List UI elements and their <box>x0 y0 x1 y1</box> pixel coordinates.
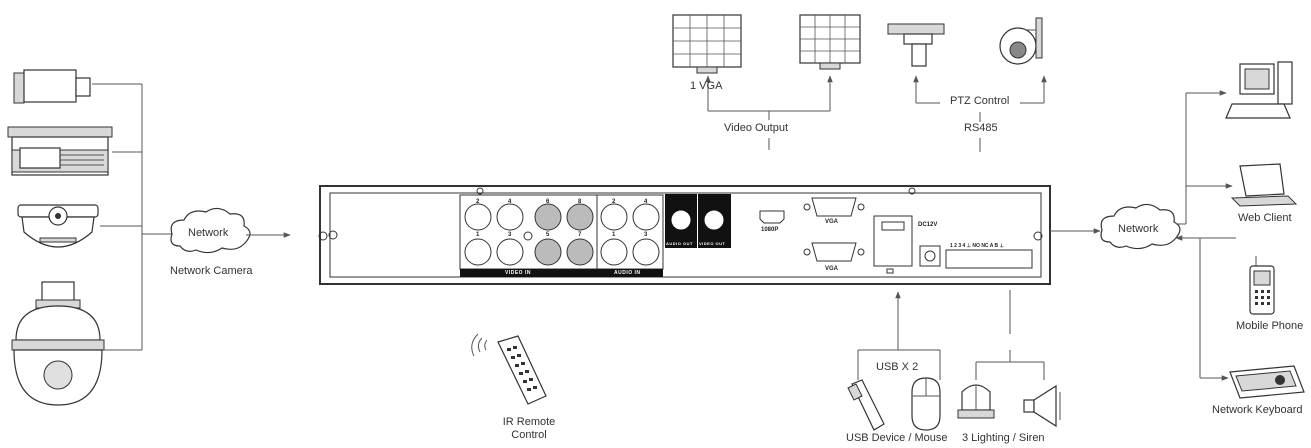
vga-output-label: 1 VGA <box>690 80 723 92</box>
dc12v-label: DC12V <box>918 222 938 228</box>
rs485-label: RS485 <box>964 122 998 134</box>
laptop-icon <box>1230 163 1298 207</box>
video-out-label: VIDEO OUT <box>699 241 726 246</box>
video-num: 3 <box>508 232 512 238</box>
network-keyboard-label: Network Keyboard <box>1212 404 1303 416</box>
mouse-icon <box>911 377 941 431</box>
usb-x2-label: USB X 2 <box>876 361 919 373</box>
audio-num: 2 <box>612 199 616 205</box>
audio-num: 1 <box>612 232 616 238</box>
monitor-icon <box>799 14 861 70</box>
usb-device-mouse-label: USB Device / Mouse <box>846 432 948 444</box>
bullet-camera-icon <box>7 126 113 176</box>
ptz-camera-icon <box>999 17 1043 65</box>
mobile-phone-icon <box>1249 256 1275 315</box>
network-cloud-icon <box>170 207 251 254</box>
usb-stick-icon <box>847 379 885 431</box>
lighting-siren-label: 3 Lighting / Siren <box>962 432 1045 444</box>
video-num: 6 <box>546 199 550 205</box>
video-num: 5 <box>546 232 550 238</box>
ptz-camera-icon <box>887 23 945 67</box>
web-client-label: Web Client <box>1238 212 1292 224</box>
ptz-control-label: PTZ Control <box>950 95 1010 107</box>
network-camera-label: Network Camera <box>170 265 253 277</box>
video-in-label: VIDEO IN <box>505 270 531 276</box>
ip-camera-icon <box>13 69 91 104</box>
dvr-rear-panel <box>318 185 1051 285</box>
video-num: 1 <box>476 232 480 238</box>
network-right-label: Network <box>1118 223 1159 235</box>
video-num: 4 <box>508 199 512 205</box>
ir-remote-label: IR Remote Control <box>502 416 556 441</box>
hdmi-label: 1080P <box>761 227 779 233</box>
video-num: 2 <box>476 199 480 205</box>
network-cloud-icon <box>1100 203 1181 250</box>
network-keyboard-icon <box>1229 365 1305 399</box>
desktop-pc-icon <box>1225 61 1293 119</box>
terminal-label: 1 2 3 4 ⊥ NO NC A B ⊥ <box>950 243 1004 249</box>
lighting-icon <box>957 384 995 419</box>
video-in-connectors <box>464 203 594 266</box>
dome-camera-icon <box>17 204 99 248</box>
vga-top-label: VGA <box>825 219 839 225</box>
ptz-speed-dome-icon <box>11 281 105 406</box>
video-num: 8 <box>578 199 582 205</box>
vga-bottom-label: VGA <box>825 266 839 272</box>
ir-remote-icon <box>471 333 547 405</box>
video-num: 7 <box>578 232 582 238</box>
network-left-label: Network <box>188 227 229 239</box>
audio-out-label: AUDIO OUT <box>666 241 693 246</box>
siren-icon <box>1023 384 1061 428</box>
audio-in-label: AUDIO IN <box>614 270 641 276</box>
audio-num: 4 <box>644 199 648 205</box>
mobile-phone-label: Mobile Phone <box>1236 320 1304 332</box>
monitor-icon <box>672 14 742 74</box>
video-output-label: Video Output <box>724 122 789 134</box>
audio-num: 3 <box>644 232 648 238</box>
audio-in-connectors <box>600 203 660 266</box>
